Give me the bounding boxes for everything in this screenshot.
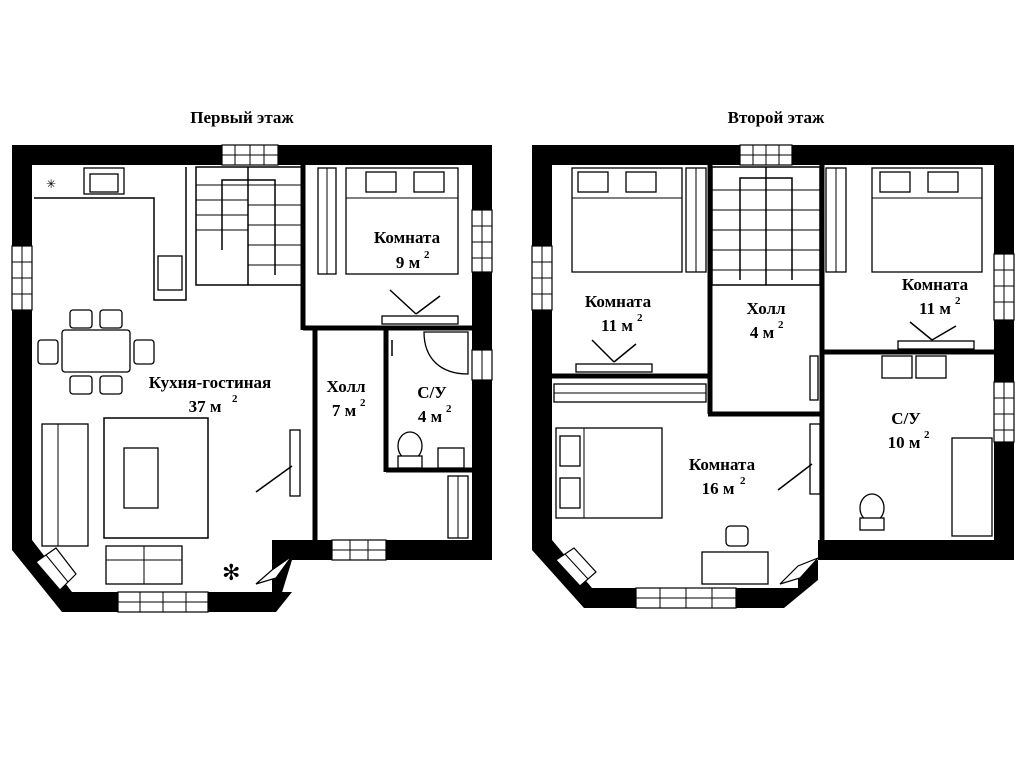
first-floor-dining-set [37, 309, 155, 395]
svg-text:✻: ✻ [222, 561, 240, 586]
first-floor-windows [11, 144, 493, 613]
room-area-bedroom-11-right: 11 м [919, 299, 951, 318]
first-floor-stairs [195, 166, 303, 286]
second-floor-interior-walls [552, 165, 994, 540]
room-label-bedroom-16: Комната [689, 455, 756, 474]
area-superscript: 2 [232, 393, 238, 405]
second-floor-bedroom-left-furniture [571, 167, 707, 373]
area-superscript: 2 [360, 397, 366, 409]
room-area-hall-4: 4 м [750, 323, 775, 342]
room-area-kitchen-living: 37 м [189, 397, 222, 416]
first-floor-bedroom-furniture [317, 167, 459, 325]
area-superscript: 2 [637, 312, 643, 324]
first-floor-interior-walls [300, 165, 472, 540]
area-superscript: 2 [924, 429, 930, 441]
second-floor-stairs [711, 166, 821, 286]
area-superscript: 2 [955, 295, 961, 307]
area-superscript: 2 [740, 475, 746, 487]
room-label-bedroom-11-right: Комната [902, 275, 969, 294]
second-floor-bedroom-right-furniture [825, 167, 983, 350]
second-floor-title: Второй этаж [728, 108, 825, 127]
first-floor-living-furniture: ✻ [41, 417, 301, 586]
room-label-kitchen-living: Кухня-гостиная [149, 373, 272, 392]
room-area-hall-7: 7 м [332, 401, 357, 420]
room-area-bedroom-9: 9 м [396, 253, 421, 272]
room-label-hall-4: Холл [746, 299, 786, 318]
first-floor-labels: Кухня-гостиная 37 м 2 Комната 9 м 2 Холл… [149, 228, 452, 426]
first-floor-kitchen-counter: ✳ [34, 167, 187, 301]
area-superscript: 2 [778, 319, 784, 331]
first-floor-plan: Первый этаж [11, 108, 493, 613]
second-floor-bedroom-large-furniture [553, 383, 821, 585]
second-floor-windows [531, 144, 1015, 609]
svg-text:✳: ✳ [46, 177, 56, 191]
room-area-bathroom-10: 10 м [888, 433, 921, 452]
first-floor-title: Первый этаж [190, 108, 294, 127]
room-label-hall-7: Холл [326, 377, 366, 396]
room-label-bathroom-10: С/У [891, 409, 921, 428]
second-floor-plan: Второй этаж [531, 108, 1015, 609]
area-superscript: 2 [424, 249, 430, 261]
area-superscript: 2 [446, 403, 452, 415]
room-label-bedroom-11-left: Комната [585, 292, 652, 311]
room-label-bedroom-9: Комната [374, 228, 441, 247]
second-floor-labels: Комната 11 м 2 Холл 4 м 2 Комната 11 м 2… [585, 275, 969, 498]
room-label-bathroom-4: С/У [417, 383, 447, 402]
room-area-bathroom-4: 4 м [418, 407, 443, 426]
first-floor-bathroom-fixtures [391, 331, 469, 539]
first-floor-wall-segment [292, 540, 332, 560]
room-area-bedroom-16: 16 м [702, 479, 735, 498]
second-floor-bathroom-fixtures [809, 355, 993, 537]
room-area-bedroom-11-left: 11 м [601, 316, 633, 335]
